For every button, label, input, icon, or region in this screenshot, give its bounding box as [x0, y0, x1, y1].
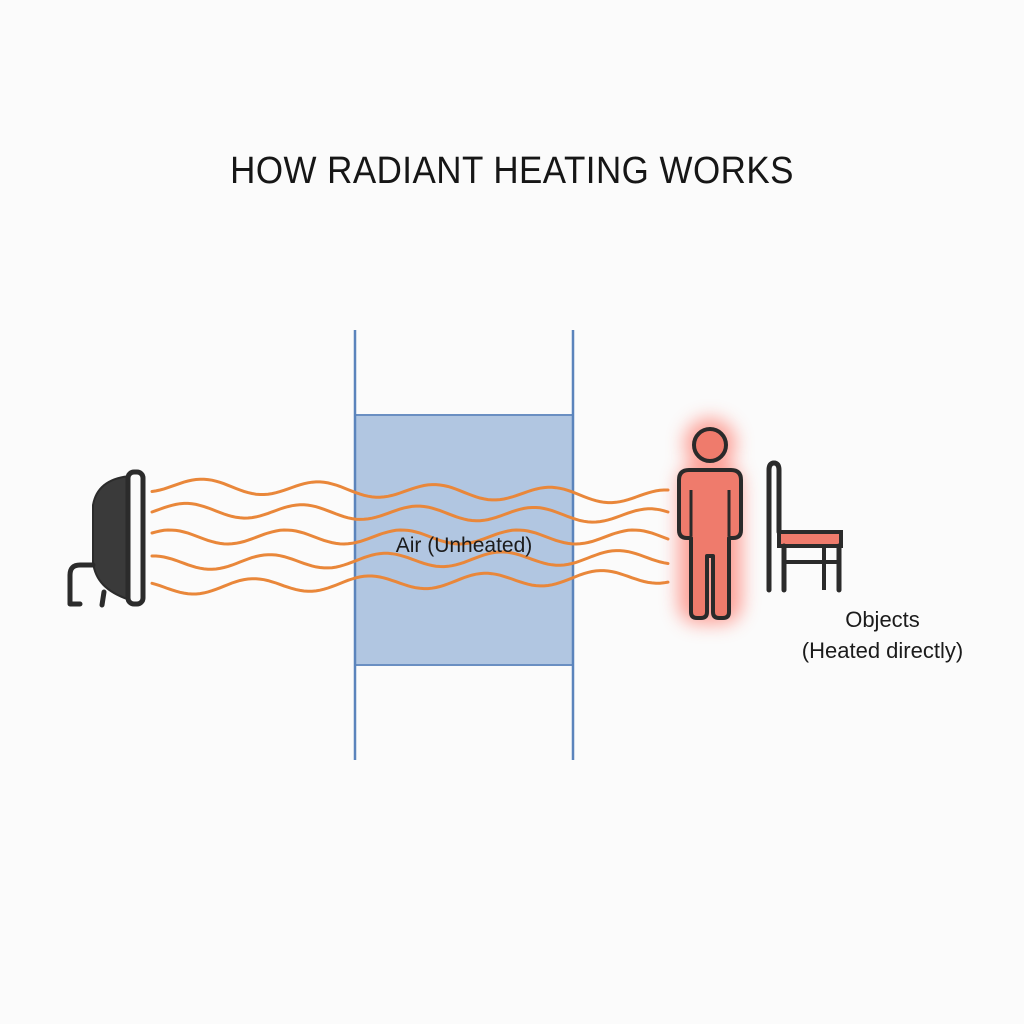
air-region	[354, 414, 574, 666]
heat-wave-line	[150, 549, 670, 571]
air-label: Air (Unheated)	[395, 534, 533, 557]
heat-wave-line	[150, 501, 670, 524]
heat-wave-line	[150, 528, 670, 546]
objects-label-line1: Objects	[845, 607, 920, 632]
air-column	[353, 330, 575, 760]
person-icon	[677, 418, 743, 624]
heat-waves	[150, 477, 670, 596]
objects-label: Objects (Heated directly)	[780, 604, 985, 666]
heat-wave-line	[150, 569, 670, 596]
heat-wave-line	[150, 477, 670, 505]
chair-icon	[766, 460, 843, 593]
diagram-title: HOW RADIANT HEATING WORKS	[230, 150, 794, 192]
radiant-heater-icon	[67, 469, 146, 608]
objects-label-line2: (Heated directly)	[801, 638, 964, 663]
